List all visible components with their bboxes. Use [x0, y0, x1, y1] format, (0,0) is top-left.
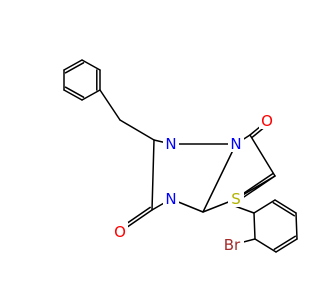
bond-ph2-ph3 [81, 59, 101, 71]
double-bond-5 [64, 86, 85, 98]
double-bond-7 [273, 235, 297, 251]
nitrogen-atom-bridge: N [228, 134, 244, 153]
bond-ar3-ar4 [295, 212, 298, 240]
atom-layer: O N N N S Br O [112, 111, 275, 254]
bond-layer [63, 59, 298, 253]
bond-c6-c7 [151, 139, 155, 211]
bond-ar5-ar6 [254, 238, 277, 253]
oxygen-atom-bottom: O [112, 222, 128, 241]
molecule-structure: O N N N S Br O [63, 59, 298, 254]
double-bond-3 [64, 62, 85, 74]
bond-n1-c9a [202, 143, 237, 213]
svg-text:N: N [230, 135, 241, 153]
nitrogen-atom-lower: N [163, 189, 179, 208]
bond-ph1-ph2 [63, 59, 83, 71]
svg-text:S: S [231, 190, 241, 208]
svg-text:O: O [261, 112, 273, 130]
bond-ar6-ar1 [253, 212, 256, 240]
bond-c3-c2 [249, 134, 276, 177]
bond-ar4-ar5 [275, 238, 298, 253]
svg-text:N: N [165, 190, 176, 208]
bromine-atom: Br [220, 235, 244, 254]
svg-text:N: N [165, 135, 176, 153]
oxygen-atom-top: O [259, 111, 275, 130]
nitrogen-atom-upper: N [163, 134, 179, 153]
svg-text:O: O [114, 223, 126, 241]
bond-ar1-ar2 [253, 199, 276, 214]
svg-text:Br: Br [224, 236, 241, 254]
molecule-canvas: O N N N S Br O [63, 59, 298, 254]
bond-ph4-ch2 [99, 89, 121, 121]
sulfur-atom: S [228, 189, 244, 208]
bond-ph5-ph6 [63, 89, 83, 101]
bond-ar2-ar3 [274, 199, 297, 214]
double-bond-6 [272, 201, 296, 217]
bond-ph4-ph5 [81, 89, 101, 101]
bond-ch2-c6 [119, 119, 155, 141]
